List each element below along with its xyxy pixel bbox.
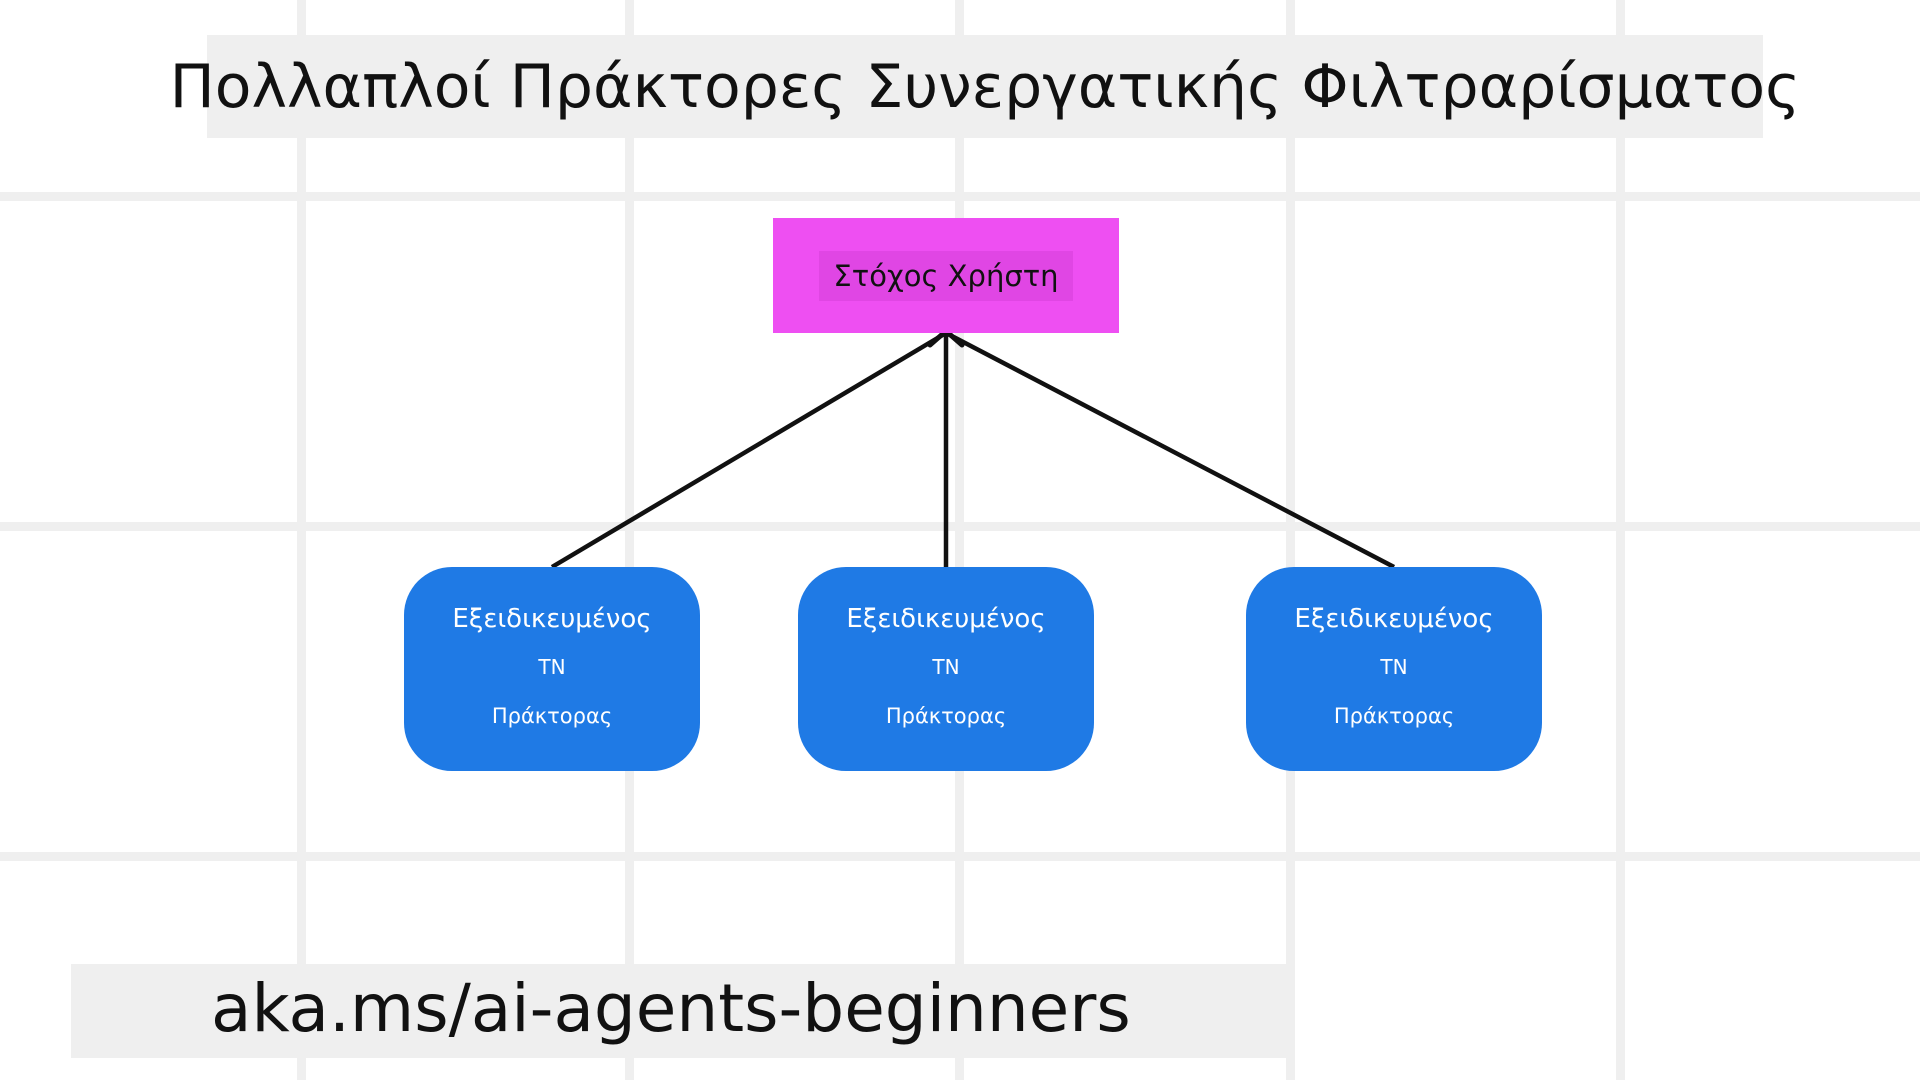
grid-line bbox=[955, 0, 964, 1080]
grid-line bbox=[297, 0, 306, 1080]
footer-banner: aka.ms/ai-agents-beginners bbox=[71, 964, 1287, 1058]
agent-label-line2: ΤΝ bbox=[1380, 655, 1408, 679]
page-title: Πολλαπλοί Πράκτορες Συνεργατικής Φιλτραρ… bbox=[169, 51, 1801, 122]
agent-label-line3: Πράκτορας bbox=[1333, 704, 1455, 728]
grid-line bbox=[1616, 0, 1625, 1080]
user-goal-node: Στόχος Χρήστη bbox=[773, 218, 1119, 333]
grid-line bbox=[0, 192, 1920, 201]
grid-line bbox=[1286, 0, 1295, 1080]
agent-label-line2: ΤΝ bbox=[538, 655, 566, 679]
agent-label-line3: Πράκτορας bbox=[885, 704, 1007, 728]
grid-line bbox=[0, 852, 1920, 861]
agent-node: Εξειδικευμένος ΤΝ Πράκτορας bbox=[1246, 567, 1542, 771]
grid-line bbox=[625, 0, 634, 1080]
footer-link[interactable]: aka.ms/ai-agents-beginners bbox=[211, 970, 1131, 1047]
agent-label-line3: Πράκτορας bbox=[491, 704, 613, 728]
connector-agent-3 bbox=[944, 331, 1396, 569]
agent-node: Εξειδικευμένος ΤΝ Πράκτορας bbox=[404, 567, 700, 771]
connector-agent-1 bbox=[550, 331, 948, 569]
agent-node: Εξειδικευμένος ΤΝ Πράκτορας bbox=[798, 567, 1094, 771]
agent-label-line1: Εξειδικευμένος bbox=[452, 604, 652, 634]
agent-label-line1: Εξειδικευμένος bbox=[1294, 604, 1494, 634]
user-goal-label: Στόχος Χρήστη bbox=[819, 250, 1073, 301]
title-banner: Πολλαπλοί Πράκτορες Συνεργατικής Φιλτραρ… bbox=[170, 35, 1800, 138]
agent-label-line1: Εξειδικευμένος bbox=[846, 604, 1046, 634]
grid-line bbox=[0, 522, 1920, 531]
agent-label-line2: ΤΝ bbox=[932, 655, 960, 679]
